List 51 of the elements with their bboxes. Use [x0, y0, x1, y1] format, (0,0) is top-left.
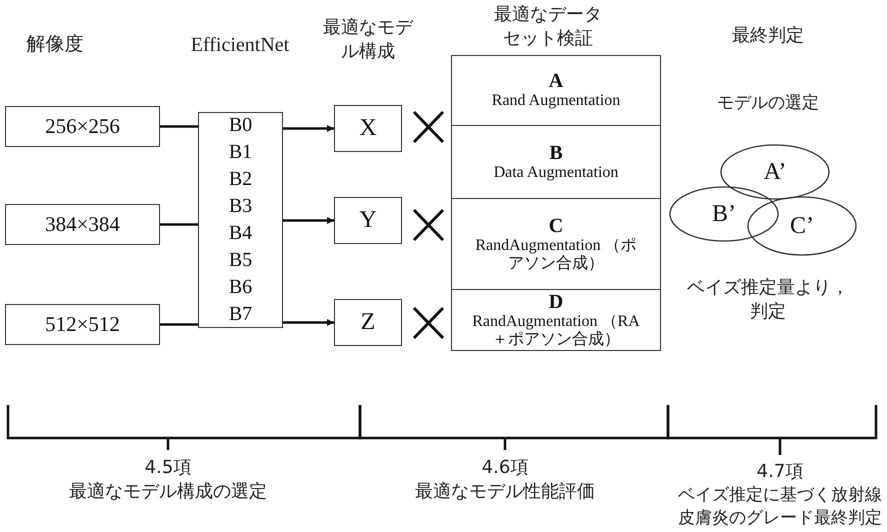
caption-text: ベイズ推定量より，判定 [686, 276, 850, 324]
arrow [283, 217, 334, 224]
set-label: C’ [790, 212, 814, 240]
model-list-box [198, 112, 283, 328]
model-variant-list: B0 B1 B2 B3 B4 B5 B6 B7 [226, 112, 256, 328]
venn-ellipse [720, 144, 830, 200]
section-title: 最適なモデル性能評価 [414, 480, 596, 504]
process-box [5, 204, 160, 245]
dataset-description: RandAugmentation （ポアソン合成） [474, 236, 638, 274]
arrow [283, 125, 334, 132]
dataset-description: Rand Augmentation [492, 92, 620, 111]
column-heading: 最終判定 [731, 24, 805, 48]
arrow [283, 319, 334, 326]
column-heading: EfficientNet [190, 33, 290, 58]
connector-line [160, 223, 198, 226]
connector-line [160, 323, 198, 326]
box-label: Z [360, 309, 376, 336]
column-heading: 解像度 [26, 32, 84, 57]
box-label: Y [359, 207, 377, 234]
venn-ellipse [747, 196, 857, 256]
section-number: 4.5項 [144, 456, 192, 480]
dataset-box [451, 55, 661, 126]
process-box [334, 105, 402, 152]
set-label: B’ [712, 200, 736, 228]
venn-ellipse [669, 186, 779, 242]
dataset-letter: C [548, 214, 564, 237]
connector-line [160, 125, 198, 128]
box-label: 384×384 [45, 212, 120, 237]
dataset-description: RandAugmentation （RA＋ポアソン合成） [471, 312, 641, 350]
process-box [334, 299, 402, 346]
dataset-box [451, 289, 661, 351]
section-number: 4.6項 [480, 456, 530, 480]
dataset-box [451, 125, 661, 199]
dataset-box [451, 198, 661, 290]
caption-text: モデルの選定 [716, 92, 820, 115]
section-number: 4.7項 [756, 460, 804, 484]
dataset-letter: A [548, 70, 564, 92]
column-heading: 最適なデータセット検証 [493, 3, 603, 52]
dataset-description: Data Augmentation [494, 164, 618, 182]
dataset-letter: D [548, 290, 564, 313]
box-label: 512×512 [45, 312, 120, 337]
process-box [5, 106, 160, 147]
dataset-letter: B [549, 142, 563, 164]
column-heading: 最適なモデル構成 [323, 16, 413, 64]
section-title: ベイズ推定に基づく放射線皮膚炎のグレード最終判定 [677, 484, 883, 530]
set-label: A’ [764, 158, 786, 186]
process-box [5, 304, 160, 345]
box-label: 256×256 [45, 114, 120, 139]
box-label: X [359, 115, 377, 142]
section-title: 最適なモデル構成の選定 [68, 480, 268, 504]
process-box [334, 197, 402, 244]
